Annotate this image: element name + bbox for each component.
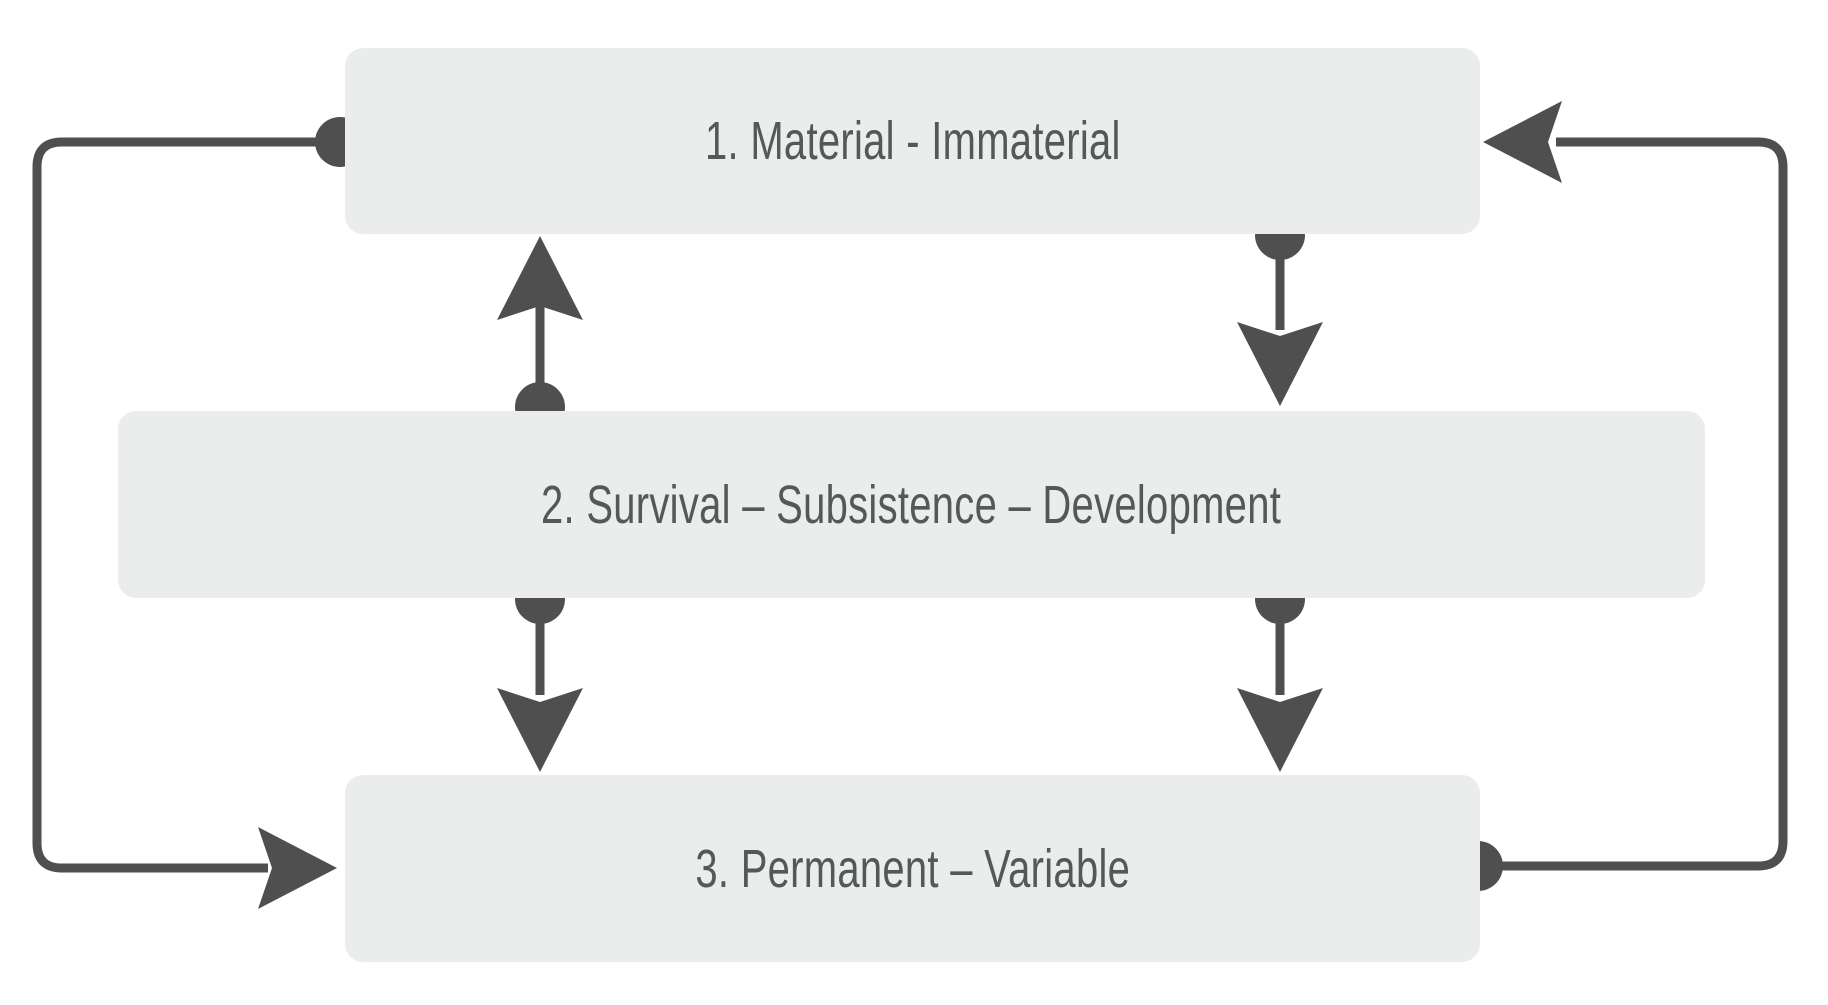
arrowhead-right-icon [258,827,337,909]
arrowhead-left-icon [1483,101,1562,183]
arrowhead-down-icon [497,688,583,772]
arrowhead-up-icon [497,236,583,320]
arrowhead-down-icon [1237,322,1323,406]
node-label-3: 3. Permanent – Variable [695,838,1130,899]
node-box-permanent-variable[interactable]: 3. Permanent – Variable [345,775,1480,962]
connector-node1-to-node2-right [1237,210,1323,406]
arrowhead-down-icon [1237,688,1323,772]
connector-node2-to-node1 [497,236,583,432]
connector-node2-to-node3-right [1237,574,1323,772]
connector-line [32,137,340,873]
node-box-survival-subsistence-development[interactable]: 2. Survival – Subsistence – Development [118,411,1705,598]
node-box-material-immaterial[interactable]: 1. Material - Immaterial [345,48,1480,234]
connector-line [1478,137,1788,871]
connector-node2-to-node3-left [497,574,583,772]
node-label-2: 2. Survival – Subsistence – Development [541,474,1282,535]
node-label-1: 1. Material - Immaterial [704,111,1121,171]
